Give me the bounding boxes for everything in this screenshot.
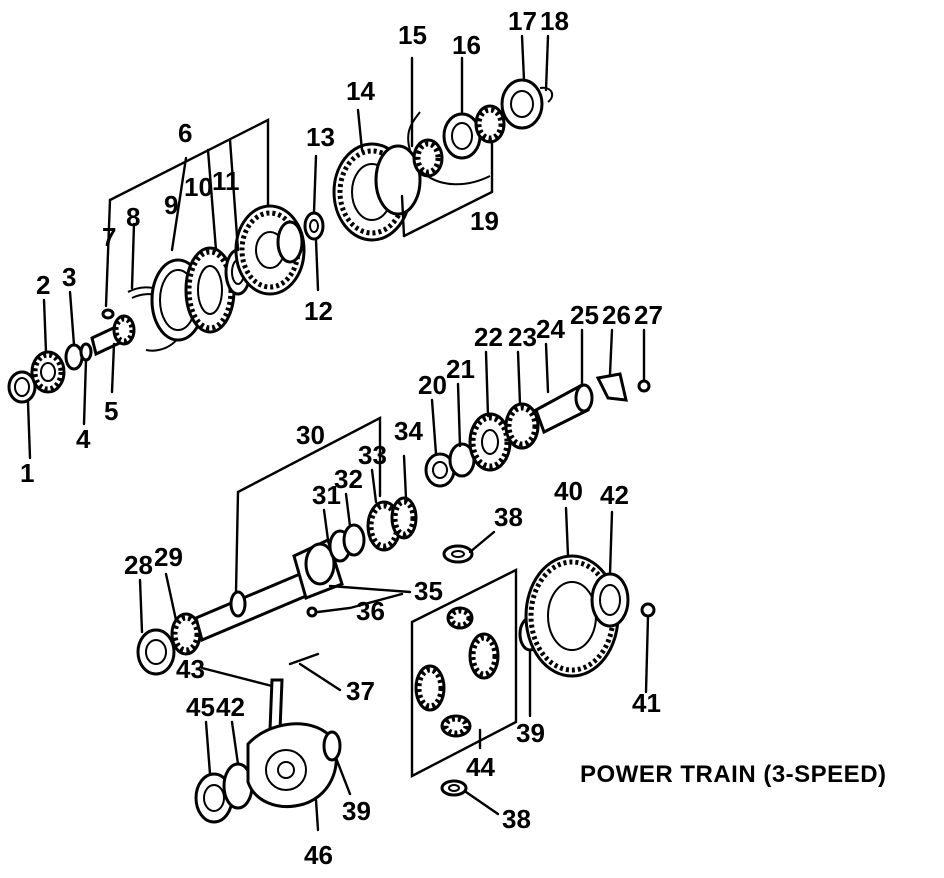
part-26-bracket: [595, 372, 628, 402]
part-34-gear: [390, 496, 418, 540]
callout-38b: 38: [502, 804, 531, 834]
callout-15: 15: [398, 20, 427, 50]
callout-27: 27: [634, 300, 663, 330]
callout-23: 23: [508, 322, 537, 352]
part-19-gear: [474, 104, 506, 144]
part-7-bolt: [101, 308, 115, 320]
callout-10: 10: [184, 172, 213, 202]
part-12-13-washer: [303, 211, 325, 241]
callout-17: 17: [508, 6, 537, 36]
callout-11: 11: [212, 166, 240, 196]
callout-14: 14: [346, 76, 375, 106]
callout-34: 34: [394, 416, 423, 446]
callout-5: 5: [104, 396, 118, 426]
part-35-hub: [292, 537, 344, 600]
callout-39b: 39: [342, 796, 371, 826]
part-5-shaft: [90, 314, 136, 357]
callout-41: 41: [632, 688, 661, 718]
callout-45: 45: [186, 692, 215, 722]
callout-24: 24: [536, 314, 565, 344]
part-30-output-shaft: [194, 571, 308, 643]
callout-43: 43: [176, 654, 205, 684]
callout-12: 12: [304, 296, 333, 326]
callout-2: 2: [36, 270, 50, 300]
callout-9: 9: [164, 190, 178, 220]
part-41-bolt: [640, 602, 656, 618]
callout-46: 46: [304, 840, 333, 870]
part-28-29-bearing: [136, 612, 202, 676]
part-44-differential-kit: [410, 568, 518, 778]
callout-1: 1: [20, 458, 34, 488]
callout-18: 18: [540, 6, 569, 36]
part-31-32-rings: [328, 523, 366, 563]
callout-42: 42: [600, 480, 629, 510]
callout-3: 3: [62, 262, 76, 292]
callout-25: 25: [570, 300, 599, 330]
part-27-nut: [637, 379, 651, 393]
part-9-clutch-drum: [150, 246, 236, 342]
callout-19: 19: [470, 206, 499, 236]
callout-26: 26: [602, 300, 631, 330]
part-14-ring-gear: [332, 142, 422, 242]
part-6-carrier: [234, 204, 306, 296]
callout-32: 32: [334, 464, 363, 494]
part-15-spring-shaft: [407, 111, 491, 186]
callout-36: 36: [356, 596, 385, 626]
callout-42b: 42: [216, 692, 245, 722]
callout-40: 40: [554, 476, 583, 506]
callout-21: 21: [446, 354, 475, 384]
part-16-bearing: [442, 112, 482, 160]
part-17-bearing: [500, 78, 544, 130]
callout-31: 31: [312, 480, 341, 510]
callout-37: 37: [346, 676, 375, 706]
callout-20: 20: [418, 370, 447, 400]
part-22-gear: [468, 412, 512, 472]
leader-lines: [26, 34, 650, 832]
part-42-bearing: [590, 572, 630, 628]
callout-8: 8: [126, 202, 140, 232]
diagram-title: POWER TRAIN (3-SPEED): [580, 761, 887, 788]
callout-38: 38: [494, 502, 523, 532]
parts-drawing: [7, 78, 656, 824]
part-38-washer-top: [442, 544, 474, 564]
callout-16: 16: [452, 30, 481, 60]
callout-4: 4: [76, 424, 91, 454]
callout-28: 28: [124, 550, 153, 580]
part-24-25-shaft: [534, 383, 594, 435]
part-4-ring: [79, 342, 93, 362]
part-1-snap-ring: [7, 370, 37, 404]
part-3-washer: [64, 343, 84, 371]
part-2-bearing: [30, 350, 66, 394]
callout-44: 44: [466, 752, 495, 782]
part-43-shaft: [268, 678, 284, 732]
callout-labels: 1 2 3 4 5 6 7 8 9 10 11 12 13 14 15 16 1…: [20, 6, 663, 870]
callout-35: 35: [414, 576, 443, 606]
callout-29: 29: [154, 542, 183, 572]
part-38-washer-bottom: [440, 779, 468, 797]
callout-30: 30: [296, 420, 325, 450]
callout-39: 39: [516, 718, 545, 748]
callout-7: 7: [102, 222, 116, 252]
part-37-pin: [288, 652, 320, 666]
part-23-gear: [504, 402, 540, 450]
callout-6: 6: [178, 118, 192, 148]
part-36-pin: [306, 606, 318, 618]
callout-33: 33: [358, 440, 387, 470]
part-39b-washer: [322, 730, 342, 762]
part-46-diff-case: [246, 722, 338, 809]
part-18-clip: [539, 86, 554, 103]
callout-22: 22: [474, 322, 503, 352]
callout-13: 13: [306, 122, 335, 152]
